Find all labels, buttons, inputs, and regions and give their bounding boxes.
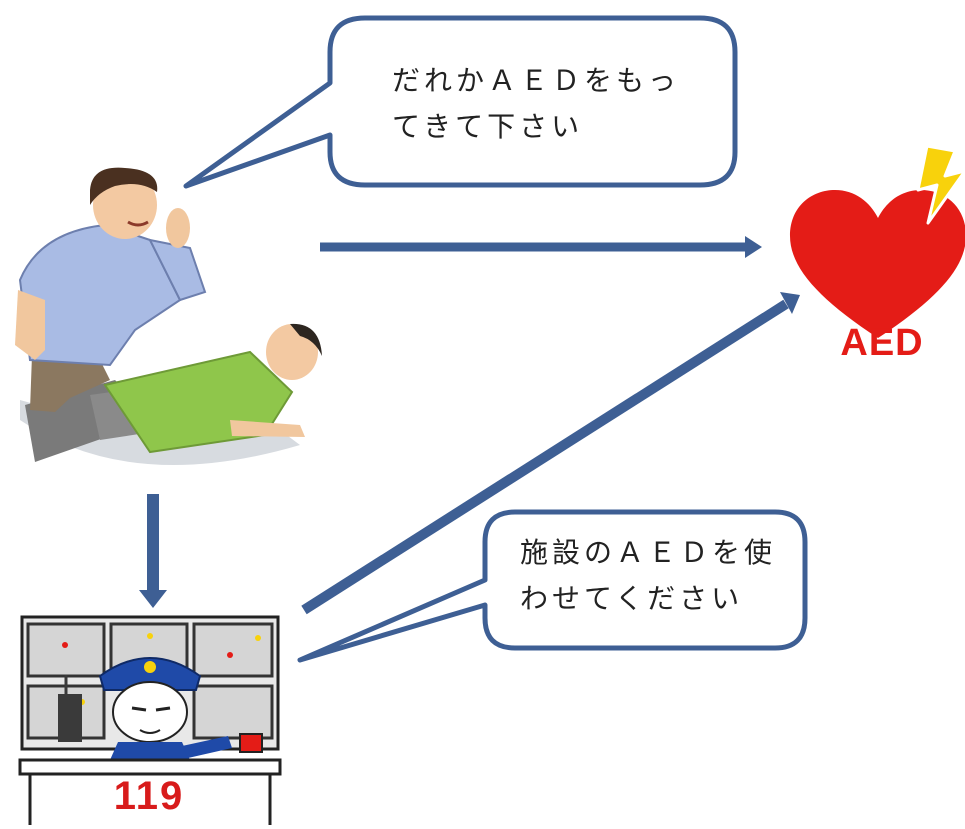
bubble-text-bystander: だれかＡＥＤをもっ てきて下さい bbox=[392, 64, 681, 144]
dispatch-label: 119 bbox=[113, 774, 185, 818]
monitor-3 bbox=[192, 622, 274, 678]
aed-bolt-shape bbox=[916, 144, 965, 225]
monitor-6 bbox=[192, 684, 274, 740]
officer-cap bbox=[98, 657, 202, 691]
collapsed-person-head bbox=[266, 324, 318, 380]
bubble-text-dispatcher: 施設のＡＥＤを使 わせてください bbox=[520, 536, 777, 616]
dispatch-desk bbox=[18, 758, 282, 776]
aed-heart-icon bbox=[790, 144, 965, 338]
emergency-scene-icon bbox=[15, 167, 322, 465]
monitor-1 bbox=[26, 622, 106, 678]
speech-bubble-dispatcher bbox=[297, 509, 808, 663]
arrow-to-aed bbox=[320, 236, 762, 258]
bystander-torso bbox=[18, 223, 182, 367]
siren-light bbox=[239, 733, 263, 753]
aed-heart-shape bbox=[790, 190, 965, 338]
speech-bubble-bystander bbox=[183, 15, 738, 189]
bystander-legs bbox=[30, 350, 110, 412]
arrow-down-to-dispatch bbox=[139, 494, 167, 608]
dispatcher-icon bbox=[18, 615, 282, 825]
aed-label: AED bbox=[840, 322, 924, 364]
radio-handset bbox=[58, 694, 82, 742]
arrow-dispatch-to-aed bbox=[301, 292, 800, 615]
